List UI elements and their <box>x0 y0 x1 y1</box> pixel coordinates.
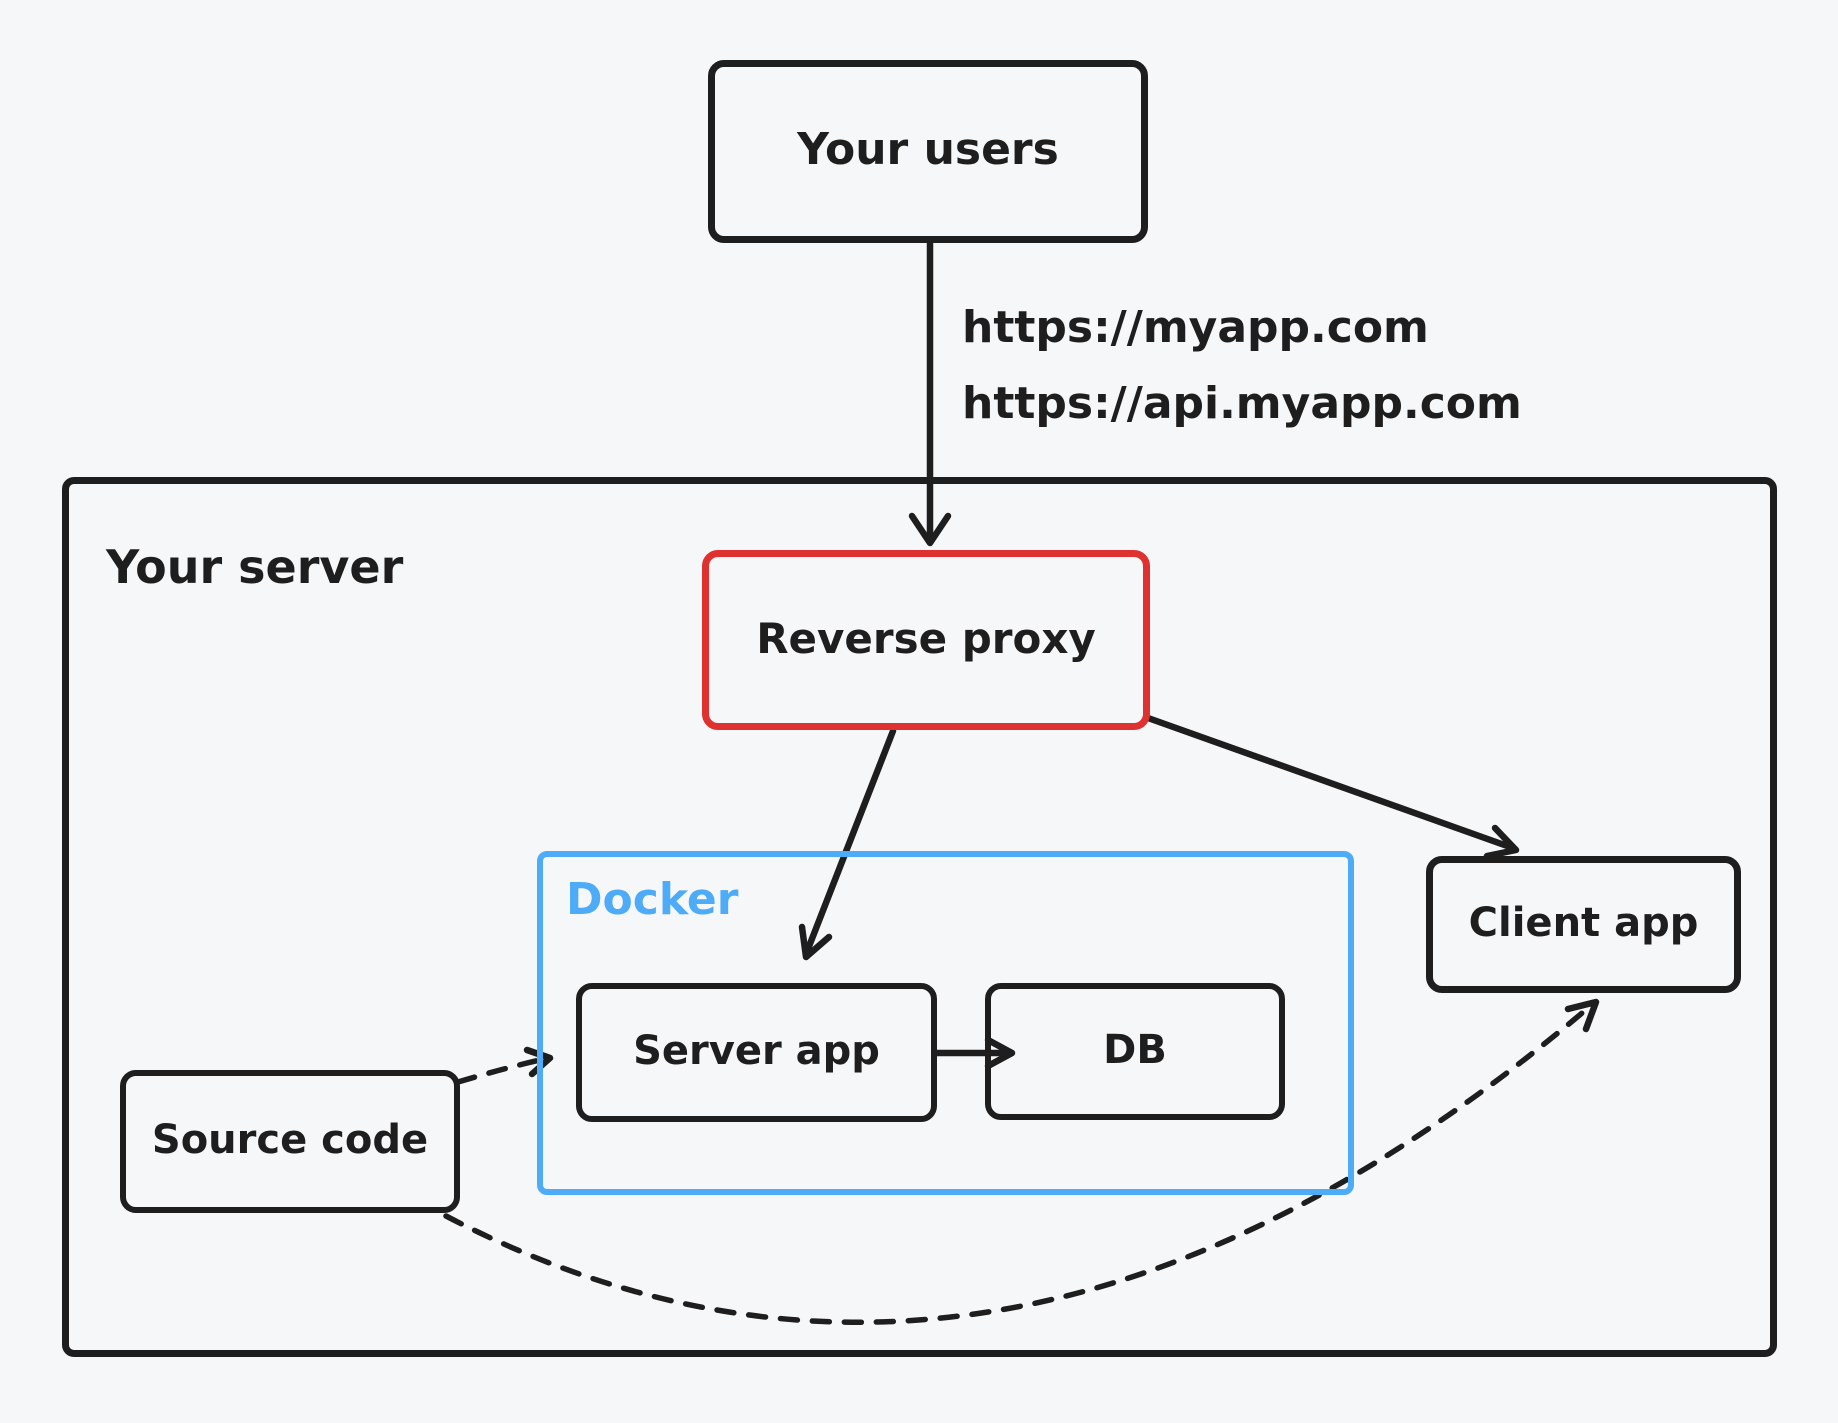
node-reverse-proxy-label: Reverse proxy <box>756 613 1096 663</box>
node-source-code: Source code <box>120 1070 460 1213</box>
edge-label-myapp-url: https://myapp.com <box>962 302 1429 353</box>
node-client-app-label: Client app <box>1468 899 1699 946</box>
node-server-app-label: Server app <box>633 1027 880 1074</box>
node-client-app: Client app <box>1426 856 1741 993</box>
node-docker <box>537 851 1354 1195</box>
edge-label-api-myapp-url: https://api.myapp.com <box>962 378 1522 429</box>
node-your-users: Your users <box>708 60 1148 243</box>
node-server-app: Server app <box>576 983 937 1122</box>
node-your-server-label: Your server <box>106 540 404 594</box>
node-your-users-label: Your users <box>797 124 1059 175</box>
node-db: DB <box>985 983 1285 1120</box>
node-source-code-label: Source code <box>151 1116 429 1163</box>
node-reverse-proxy: Reverse proxy <box>702 550 1150 730</box>
node-your-server <box>62 477 1777 1357</box>
node-docker-label: Docker <box>566 874 739 925</box>
node-db-label: DB <box>1103 1026 1167 1073</box>
